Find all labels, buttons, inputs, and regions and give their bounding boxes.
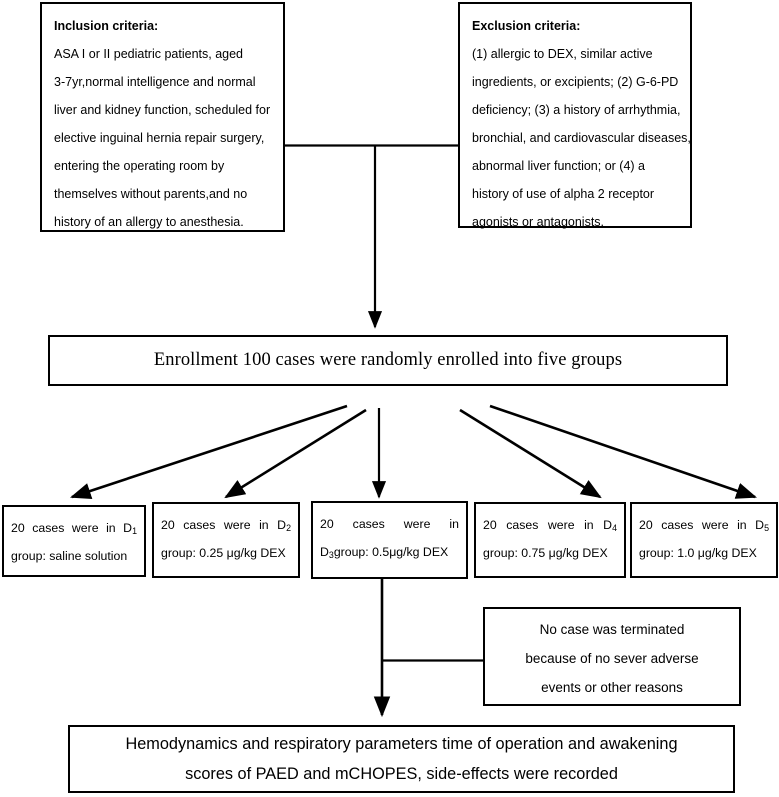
group-d4-subscript: 4 <box>612 522 617 533</box>
terminated-note-line: events or other reasons <box>541 680 683 695</box>
inclusion-criteria-line: 3-7yr,normal intelligence and normal <box>54 75 256 89</box>
group-d4-line1: 20 cases were in D4 <box>483 511 617 539</box>
inclusion-criteria-heading: Inclusion criteria: <box>54 19 159 33</box>
group-d5-line2: group: 1.0 μg/kg DEX <box>639 546 757 560</box>
outcome-box: Hemodynamics and respiratory parameters … <box>68 725 735 793</box>
group-d4-l1-w0: 20 <box>483 518 497 532</box>
group-d2-line2: group: 0.25 μg/kg DEX <box>161 546 286 560</box>
group-d3-l1-w1: cases <box>352 517 385 531</box>
group-box-d4: 20 cases were in D4 group: 0.75 μg/kg DE… <box>474 502 626 578</box>
group-d3-l2-prefix: D <box>320 545 329 559</box>
group-d5-l1-w4: D <box>755 518 765 532</box>
group-d5-line1: 20 cases were in D5 <box>639 511 769 539</box>
group-d2-l1-w1: cases <box>183 518 216 532</box>
inclusion-criteria-line: liver and kidney function, scheduled for <box>54 103 271 117</box>
arrow-enrollment-to-d1 <box>70 404 348 500</box>
group-d3-label: D3 <box>320 545 334 559</box>
exclusion-criteria-box: Exclusion criteria: (1) allergic to DEX,… <box>458 2 692 229</box>
exclusion-criteria-line: agonists or antagonists. <box>472 215 605 229</box>
group-d1-l1-w4: D <box>123 521 133 535</box>
group-d3-line1: 20 cases were in <box>320 510 459 538</box>
group-d3-l1-w0: 20 <box>320 517 334 531</box>
inclusion-criteria-line: history of an allergy to anesthesia. <box>54 215 244 229</box>
group-d3-line2-text: group: 0.5μg/kg DEX <box>333 545 449 559</box>
terminated-note-box: No case was terminated because of no sev… <box>483 607 741 706</box>
group-d3-l1-w3: in <box>449 517 459 531</box>
group-d1-l1-w2: were <box>71 521 99 535</box>
group-d2-l1-w2: were <box>223 518 251 532</box>
group-box-d5: 20 cases were in D5 group: 1.0 μg/kg DEX <box>630 502 778 578</box>
group-d4-l1-w1: cases <box>506 518 539 532</box>
group-d4-label: D4 <box>603 511 617 539</box>
enrollment-text: Enrollment 100 cases were randomly enrol… <box>153 350 623 370</box>
exclusion-criteria-line: abnormal liver function; or (4) a <box>472 159 645 173</box>
group-d3-line2: D3group: 0.5μg/kg DEX <box>320 538 459 566</box>
group-d1-l1-w3: in <box>106 521 116 535</box>
group-d4-line2: group: 0.75 μg/kg DEX <box>483 546 608 560</box>
group-d3-l1-w2: were <box>403 517 431 531</box>
exclusion-criteria-line: bronchial, and cardiovascular diseases, <box>472 131 691 145</box>
group-d1-l1-w0: 20 <box>11 521 25 535</box>
inclusion-criteria-box: Inclusion criteria: ASA I or II pediatri… <box>40 2 285 232</box>
group-d5-subscript: 5 <box>764 522 769 533</box>
arrow-enrollment-to-d4 <box>459 408 602 499</box>
exclusion-criteria-line: deficiency; (3) a history of arrhythmia, <box>472 103 681 117</box>
group-d1-l1-w1: cases <box>32 521 65 535</box>
inclusion-criteria-line: ASA I or II pediatric patients, aged <box>54 47 244 61</box>
enrollment-box: Enrollment 100 cases were randomly enrol… <box>48 335 728 386</box>
group-d2-label: D2 <box>277 511 291 539</box>
exclusion-criteria-heading: Exclusion criteria: <box>472 19 581 33</box>
exclusion-criteria-line: history of use of alpha 2 receptor <box>472 187 655 201</box>
group-d1-subscript: 1 <box>132 525 137 536</box>
terminated-note-line: because of no sever adverse <box>525 651 699 666</box>
group-d3-subscript: 3 <box>328 549 334 560</box>
exclusion-criteria-line: (1) allergic to DEX, similar active <box>472 47 653 61</box>
group-d2-l1-w3: in <box>259 518 269 532</box>
group-box-d1: 20 cases were in D1 group: saline soluti… <box>2 505 146 577</box>
group-box-d2: 20 cases were in D2 group: 0.25 μg/kg DE… <box>152 502 300 578</box>
group-d1-line1: 20 cases were in D1 <box>11 514 137 542</box>
arrow-enrollment-to-d2 <box>224 408 367 499</box>
inclusion-criteria-line: entering the operating room by <box>54 159 225 173</box>
group-box-d3: 20 cases were in D3group: 0.5μg/kg DEX <box>311 501 468 579</box>
group-d2-line1: 20 cases were in D2 <box>161 511 291 539</box>
group-d2-l1-w4: D <box>277 518 287 532</box>
group-d1-label: D1 <box>123 514 137 542</box>
group-d5-label: D5 <box>755 511 769 539</box>
exclusion-criteria-line: ingredients, or excipients; (2) G-6-PD <box>472 75 679 89</box>
group-d4-l1-w4: D <box>603 518 613 532</box>
inclusion-criteria-line: elective inguinal hernia repair surgery, <box>54 131 265 145</box>
group-d5-l1-w0: 20 <box>639 518 653 532</box>
terminated-note-line: No case was terminated <box>539 622 685 637</box>
group-d5-l1-w1: cases <box>661 518 694 532</box>
group-d5-l1-w3: in <box>737 518 747 532</box>
inclusion-criteria-line: themselves without parents,and no <box>54 187 248 201</box>
group-d1-line2: group: saline solution <box>11 549 128 563</box>
group-d2-l1-w0: 20 <box>161 518 175 532</box>
group-d4-l1-w3: in <box>584 518 594 532</box>
arrow-enrollment-to-d5 <box>489 404 757 499</box>
group-d2-subscript: 2 <box>286 522 291 533</box>
outcome-line: Hemodynamics and respiratory parameters … <box>125 735 678 753</box>
group-d4-l1-w2: were <box>547 518 575 532</box>
outcome-line: scores of PAED and mCHOPES, side-effects… <box>185 765 618 783</box>
group-d5-l1-w2: were <box>701 518 729 532</box>
